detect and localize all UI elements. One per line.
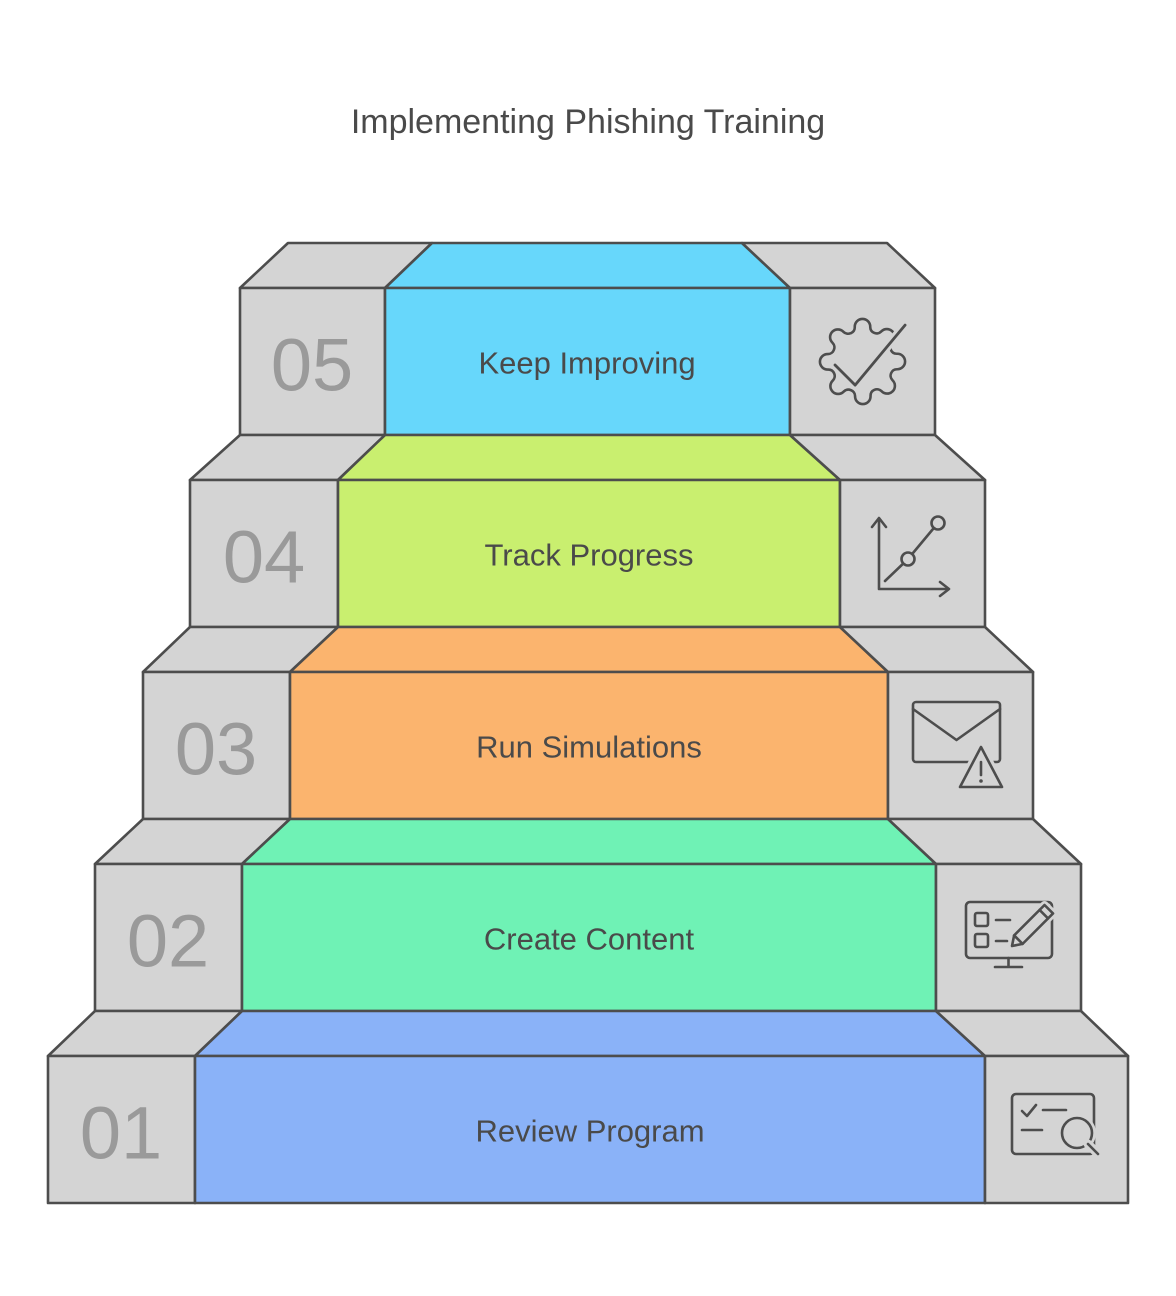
window-frame [1010, 1092, 1096, 1156]
magnifier-handle [1086, 1142, 1100, 1156]
step-3-number: 03 [175, 708, 257, 791]
step-3-tread-center [288, 625, 890, 674]
step-4: 04 Track Progress [188, 433, 987, 629]
board-item-2 [973, 932, 990, 949]
content-create-icon [964, 900, 1058, 969]
step-2-label: Create Content [484, 922, 695, 957]
step-3: 03 Run Simulations [141, 625, 1035, 821]
pencil [1008, 900, 1058, 950]
step-4-label: Track Progress [484, 538, 693, 573]
step-5-label: Keep Improving [478, 346, 695, 381]
chart-axes [877, 517, 950, 591]
pencil-outline [1010, 903, 1055, 948]
step-1: 01 Review Program [46, 1009, 1130, 1205]
staircase: 05 Keep Improving 04 Track Progress [46, 241, 1130, 1205]
step-5-icon-panel [788, 286, 937, 437]
chart-x-arrowhead [938, 580, 951, 598]
magnifier-lens [1060, 1116, 1094, 1150]
board-stand [993, 956, 1024, 969]
progress-chart-icon [870, 515, 951, 598]
step-2: 02 Create Content [93, 817, 1083, 1013]
step-2-number: 02 [127, 900, 209, 983]
step-1-label: Review Program [475, 1114, 704, 1149]
step-2-icon-panel [934, 862, 1083, 1013]
chart-y-arrowhead [870, 516, 888, 529]
board-item-1 [973, 911, 990, 928]
step-1-number: 01 [80, 1092, 162, 1175]
step-1-tread-center [193, 1009, 987, 1058]
review-search-icon [1010, 1092, 1103, 1159]
page-title: Implementing Phishing Training [351, 103, 825, 141]
step-5-number: 05 [271, 324, 353, 407]
check-mark [835, 325, 905, 385]
step-2-tread-center [240, 817, 938, 866]
email-warning-icon [911, 700, 1007, 792]
step-5: 05 Keep Improving [238, 241, 937, 437]
pencil-eraser-line [1038, 908, 1050, 920]
envelope-body [911, 700, 1002, 764]
step-5-tread-center [383, 241, 792, 290]
chart-point-2 [930, 515, 946, 531]
gear-check-icon [820, 319, 905, 404]
step-4-tread-center [336, 433, 842, 482]
window-check-mark [1020, 1103, 1038, 1118]
warning-exclamation-dot [979, 779, 983, 783]
pencil-tip-line [1012, 934, 1024, 946]
step-1-icon-panel [983, 1054, 1130, 1205]
chart-point-1 [900, 551, 916, 567]
envelope-flap [911, 707, 1002, 742]
step-3-icon-panel [886, 670, 1035, 821]
step-3-label: Run Simulations [476, 730, 702, 765]
step-4-number: 04 [223, 516, 305, 599]
